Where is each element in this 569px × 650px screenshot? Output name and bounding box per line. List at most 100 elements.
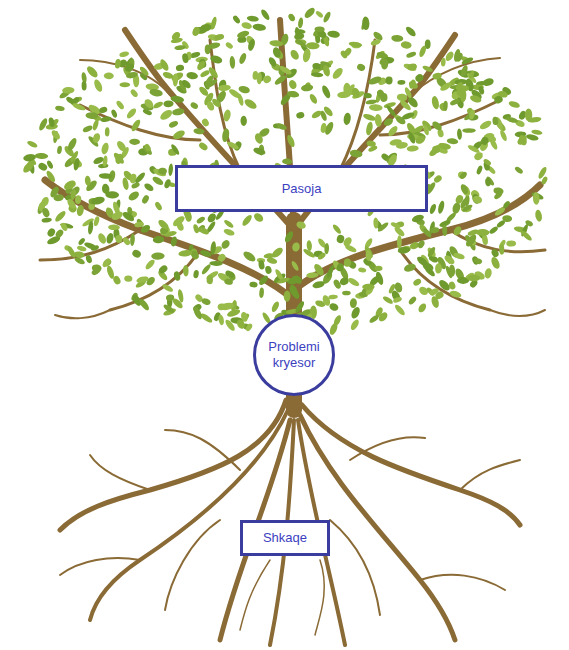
leaf — [218, 84, 231, 92]
leaf — [99, 173, 112, 179]
leaf — [342, 291, 351, 296]
leaf — [272, 46, 282, 58]
leaf — [229, 56, 235, 69]
leaf — [467, 275, 480, 282]
leaf — [435, 263, 443, 274]
leaf — [162, 303, 175, 314]
leaf — [124, 275, 132, 281]
leaf — [400, 41, 412, 50]
leaf — [476, 165, 484, 175]
leaf — [257, 274, 269, 286]
leaf — [34, 153, 48, 160]
leaf — [100, 116, 112, 123]
leaf — [407, 295, 417, 305]
leaf — [23, 153, 37, 162]
leaf — [472, 195, 483, 205]
leaf — [406, 95, 419, 109]
leaf — [92, 132, 102, 144]
leaf — [453, 252, 466, 261]
leaf — [242, 250, 257, 264]
leaf — [438, 102, 448, 113]
leaf — [143, 182, 155, 192]
leaf — [232, 14, 242, 24]
leaf — [382, 295, 394, 305]
leaf — [462, 128, 475, 133]
leaf — [284, 290, 291, 301]
causes-box: Shkaqe — [240, 520, 330, 556]
leaf — [238, 52, 248, 65]
leaf — [37, 162, 48, 172]
tree-trunk — [40, 20, 545, 410]
leaf — [412, 278, 422, 287]
leaf — [294, 300, 306, 314]
leaf — [311, 72, 324, 78]
core-problem-circle: Problemi kryesor — [253, 314, 335, 396]
leaf — [201, 297, 212, 306]
leaf — [108, 224, 120, 230]
leaf — [54, 209, 68, 223]
tree-leaves — [21, 6, 548, 336]
leaf — [134, 221, 144, 228]
leaf — [161, 283, 174, 293]
leaf — [395, 141, 408, 149]
leaf — [115, 234, 123, 243]
leaf — [343, 112, 352, 125]
leaf — [362, 284, 375, 290]
leaf — [484, 268, 493, 280]
leaf — [485, 178, 492, 187]
leaf — [125, 107, 138, 120]
leaf — [365, 99, 377, 105]
leaf — [317, 252, 327, 261]
leaf — [312, 262, 325, 277]
leaf — [127, 190, 141, 203]
leaf — [363, 93, 372, 99]
leaf — [98, 106, 108, 114]
leaf — [374, 266, 382, 271]
leaf — [168, 163, 173, 176]
leaf — [370, 38, 382, 47]
leaf — [306, 240, 312, 251]
leaf — [473, 257, 483, 265]
leaf — [368, 145, 379, 153]
leaf — [367, 75, 382, 86]
leaf — [72, 102, 87, 112]
leaf — [26, 140, 38, 149]
leaf — [514, 166, 524, 175]
leaf — [396, 93, 408, 102]
leaf — [84, 175, 91, 186]
leaf — [403, 262, 417, 273]
leaf — [377, 221, 390, 233]
leaf — [385, 76, 392, 84]
leaf — [130, 233, 135, 246]
leaf — [303, 6, 317, 20]
leaf — [277, 277, 291, 285]
leaf — [437, 278, 451, 292]
leaf — [158, 167, 168, 175]
leaf — [218, 314, 225, 325]
leaf — [331, 66, 345, 80]
leaf — [362, 16, 370, 30]
leaf — [287, 13, 296, 23]
leaf — [269, 40, 283, 48]
leaf — [481, 234, 488, 245]
leaf — [392, 296, 402, 304]
leaf — [331, 223, 342, 235]
leaf — [102, 257, 113, 268]
leaf — [490, 256, 502, 270]
leaf — [87, 221, 94, 235]
leaf — [21, 160, 36, 175]
leaf — [152, 101, 164, 110]
leaf — [85, 112, 98, 119]
leaf — [49, 185, 61, 199]
leaf — [243, 97, 258, 111]
leaf — [404, 25, 417, 38]
leaf — [241, 214, 254, 228]
leaf — [417, 302, 428, 314]
leaf — [249, 281, 258, 288]
leaf — [469, 94, 482, 104]
leaf — [246, 15, 259, 22]
leaf — [90, 195, 105, 206]
leaf — [264, 265, 272, 274]
leaf — [41, 207, 51, 218]
leaf — [205, 100, 215, 112]
